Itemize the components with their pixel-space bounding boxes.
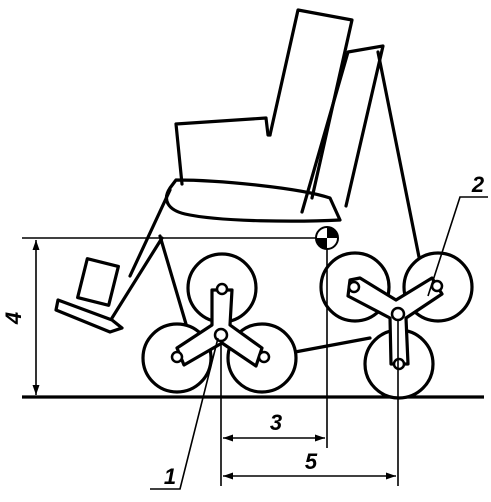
front-hub-top — [215, 282, 229, 296]
rear-hub-left — [347, 280, 361, 294]
front-axle — [213, 327, 229, 343]
label-4: 4 — [1, 312, 26, 325]
label-1: 1 — [164, 464, 176, 489]
seat-back-rear — [300, 44, 385, 214]
label-3: 3 — [270, 410, 282, 435]
rear-hub-bottom — [392, 357, 406, 371]
center-of-gravity-symbol — [315, 226, 339, 250]
front-frame-leg — [128, 188, 172, 278]
front-wheel-cluster — [141, 252, 298, 394]
footrest — [54, 298, 124, 334]
label-5: 5 — [305, 449, 318, 474]
rear-wheel-cluster — [319, 251, 474, 400]
front-lower-strut-2 — [110, 236, 164, 320]
leader-1 — [150, 337, 219, 490]
rear-axle — [390, 306, 406, 322]
front-lower-strut — [158, 234, 188, 326]
rear-frame-strut — [376, 50, 422, 264]
front-hub-right — [257, 350, 271, 364]
leader-2 — [427, 196, 488, 297]
seat-cushion — [164, 116, 342, 223]
seat-back-front — [268, 8, 354, 200]
rear-hub-right — [430, 279, 444, 293]
label-2: 2 — [471, 172, 485, 197]
connecting-bar — [293, 336, 372, 354]
foot-block — [76, 257, 120, 307]
front-hub-left — [170, 350, 184, 364]
rear-tri-star — [346, 276, 444, 366]
